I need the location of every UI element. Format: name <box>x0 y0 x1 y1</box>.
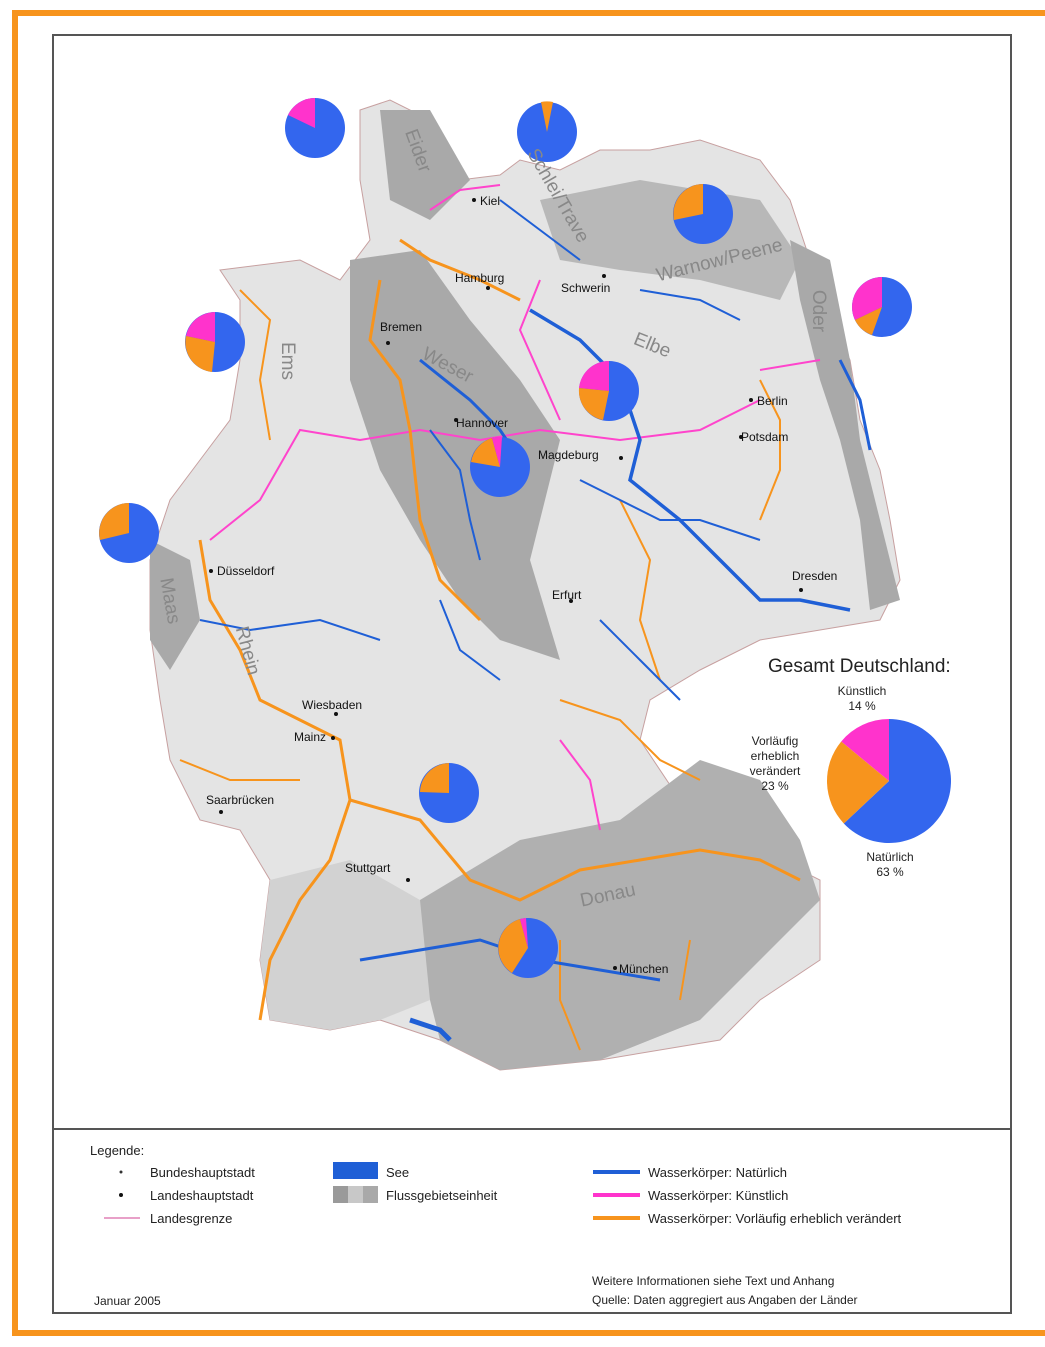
city-label-saarbruecken: Saarbrücken <box>206 793 275 807</box>
legend-wk-natuerlich: Wasserkörper: Natürlich <box>648 1165 787 1180</box>
basin-rhein-south <box>260 860 430 1030</box>
river-elbe-blue <box>529 308 851 612</box>
city-label-berlin: Berlin <box>757 394 788 408</box>
pie-slice-natuerlich <box>843 719 952 843</box>
city-label-hannover: Hannover <box>456 416 509 430</box>
city-label-potsdam: Potsdam <box>741 430 789 444</box>
legend-bundeshauptstadt: Bundeshauptstadt <box>150 1165 255 1180</box>
pie-chart-gesamt-deutschland <box>827 719 952 843</box>
pie-slice-kuenstlich <box>841 719 889 781</box>
city-label-muenchen: München <box>619 962 669 976</box>
pie-chart-oder <box>852 277 912 337</box>
city-label-bremen: Bremen <box>380 320 423 334</box>
legend-see: See <box>386 1165 410 1180</box>
pie-chart-weser <box>470 436 530 497</box>
river-blue <box>439 599 501 681</box>
pie-chart-rhein <box>419 763 479 823</box>
city-label-duesseldorf: Düsseldorf <box>217 564 275 578</box>
legend-flussgebietseinheit: Flussgebietseinheit <box>386 1188 498 1203</box>
footer-info-line1: Weitere Informationen siehe Text und Anh… <box>592 1274 835 1288</box>
city-label-magdeburg: Magdeburg <box>538 448 599 462</box>
basin-donau <box>420 760 820 1070</box>
city-label-dresden: Dresden <box>792 569 838 583</box>
legend-wk-kuenstlich: Wasserkörper: Künstlich <box>648 1188 789 1203</box>
orange-frame <box>12 10 1045 1336</box>
river-blue <box>199 618 381 641</box>
state-border <box>518 279 561 421</box>
river-orange <box>619 499 661 681</box>
city-label-mainz: Mainz <box>294 730 327 744</box>
pie-chart-eider <box>285 98 345 158</box>
river-label-ems: Ems <box>277 342 298 380</box>
basin-warnow <box>540 180 800 300</box>
legend-basin-swatch-1 <box>333 1186 348 1203</box>
river-orange <box>399 238 521 302</box>
pie-chart-donau <box>498 918 558 978</box>
state-border <box>559 739 601 831</box>
basin-eider <box>380 110 470 220</box>
gesamt-kuenstlich-label: Künstlich 14 % <box>837 684 887 713</box>
city-markers <box>209 198 803 970</box>
city-label-schwerin: Schwerin <box>561 281 611 295</box>
river-orange <box>179 759 300 781</box>
pie-chart-elbe <box>578 360 639 421</box>
basin-weser <box>350 250 560 660</box>
river-blue <box>429 429 481 561</box>
basin-maas <box>150 540 200 670</box>
city-label-hamburg: Hamburg <box>455 271 505 285</box>
river-orange <box>239 289 272 441</box>
legend-landesgrenze: Landesgrenze <box>150 1211 233 1226</box>
legend-landeshauptstadt: Landeshauptstadt <box>150 1188 254 1203</box>
state-border <box>429 184 501 211</box>
legend-bundeshauptstadt-dot <box>119 1170 123 1174</box>
legend-title: Legende: <box>90 1143 145 1158</box>
legend-landeshauptstadt-dot <box>119 1193 123 1197</box>
pie-chart-warnow-peene <box>673 184 733 244</box>
gesamt-title: Gesamt Deutschland: <box>768 656 951 677</box>
state-border <box>209 399 761 541</box>
legend-basin-swatch-2 <box>348 1186 363 1203</box>
pie-chart-ems <box>185 312 245 372</box>
river-orange <box>679 939 691 1001</box>
footer-info-line2: Quelle: Daten aggregiert aus Angaben der… <box>592 1293 858 1307</box>
gesamt-natuerlich-label: Natürlich 63 % <box>866 850 914 879</box>
pie-slice-vorlaeufig <box>827 741 889 824</box>
river-orange <box>559 699 701 781</box>
city-label-wiesbaden: Wiesbaden <box>302 698 363 712</box>
city-label-kiel: Kiel <box>480 194 501 208</box>
river-blue <box>639 289 741 321</box>
state-border <box>759 359 821 371</box>
footer-date: Januar 2005 <box>94 1294 161 1308</box>
river-blue <box>838 359 872 451</box>
river-orange <box>349 798 801 902</box>
pie-chart-maas <box>99 503 159 563</box>
legend-divider <box>52 1128 1012 1130</box>
lake-blue <box>409 1017 452 1042</box>
river-rhein-orange <box>198 539 352 1021</box>
gesamt-vorlaeufig-label: Vorläufig erheblich verändert 23 % <box>749 734 801 793</box>
city-label-erfurt: Erfurt <box>552 588 582 602</box>
river-orange <box>368 279 482 622</box>
city-label-stuttgart: Stuttgart <box>345 861 391 875</box>
pie-chart-schlei-trave <box>517 101 577 162</box>
basin-oder <box>790 240 900 610</box>
river-blue <box>599 619 681 701</box>
legend-see-swatch <box>333 1162 378 1179</box>
river-orange <box>559 940 581 1051</box>
river-blue <box>499 199 581 261</box>
river-blue <box>579 479 761 541</box>
legend-wk-veraendert: Wasserkörper: Vorläufig erheblich veränd… <box>648 1211 902 1226</box>
legend-basin-swatch-3 <box>363 1186 378 1203</box>
river-orange <box>759 379 781 521</box>
river-label-oder: Oder <box>808 289 830 333</box>
